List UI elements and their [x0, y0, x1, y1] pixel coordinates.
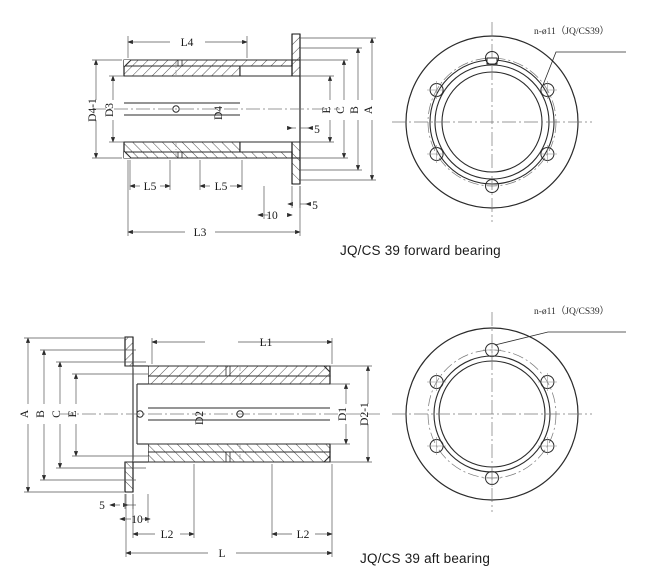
dim-10-bottom: 10: [131, 514, 143, 526]
dim-5-upper: 5: [314, 124, 320, 136]
dim-C-top: C: [335, 106, 347, 114]
dim-D1: D1: [337, 407, 349, 421]
dim-D4-1: D4-1: [87, 98, 99, 122]
dim-L5-right: L5: [215, 181, 228, 193]
top-dimension-lines: [92, 36, 376, 236]
dim-C-bottom: C: [51, 410, 63, 418]
caption-aft-bearing: JQ/CS 39 aft bearing: [360, 551, 491, 566]
dim-D4: D4: [213, 106, 225, 120]
dim-L: L: [218, 548, 225, 560]
dim-L5-left: L5: [144, 181, 157, 193]
dim-10-top: 10: [266, 210, 278, 222]
dim-L3: L3: [194, 227, 207, 239]
bottom-dimension-lines: [24, 337, 372, 557]
dim-5-bottom: 5: [99, 500, 105, 512]
top-section-geometry: [92, 33, 340, 185]
dimension-labels: L4 L3 L5 L5 D4-1 D3 D4 A B C E 5 5 10 L1…: [19, 37, 375, 560]
dim-5-lower: 5: [312, 200, 318, 212]
dim-L1: L1: [260, 337, 273, 349]
dim-L4: L4: [181, 37, 194, 49]
dim-D2: D2: [194, 411, 206, 425]
dim-B-top: B: [349, 106, 361, 114]
dim-L2-right: L2: [297, 529, 310, 541]
dim-D3: D3: [104, 103, 116, 117]
dim-E-bottom: E: [67, 410, 79, 417]
top-flange-face: [392, 22, 626, 222]
hole-note-top: n-ø11（JQ/CS39）: [534, 27, 610, 37]
dim-D2-1: D2-1: [359, 402, 371, 426]
bottom-section-geometry: [60, 336, 380, 493]
dim-A-bottom: A: [19, 409, 31, 418]
caption-forward-bearing: JQ/CS 39 forward bearing: [340, 243, 501, 258]
hole-note-bottom: n-ø11（JQ/CS39）: [534, 307, 610, 317]
dim-A-top: A: [363, 105, 375, 114]
dim-B-bottom: B: [35, 410, 47, 418]
bottom-flange-face: [392, 312, 626, 512]
dim-L2-left: L2: [161, 529, 174, 541]
dim-E-top: E: [321, 106, 333, 113]
